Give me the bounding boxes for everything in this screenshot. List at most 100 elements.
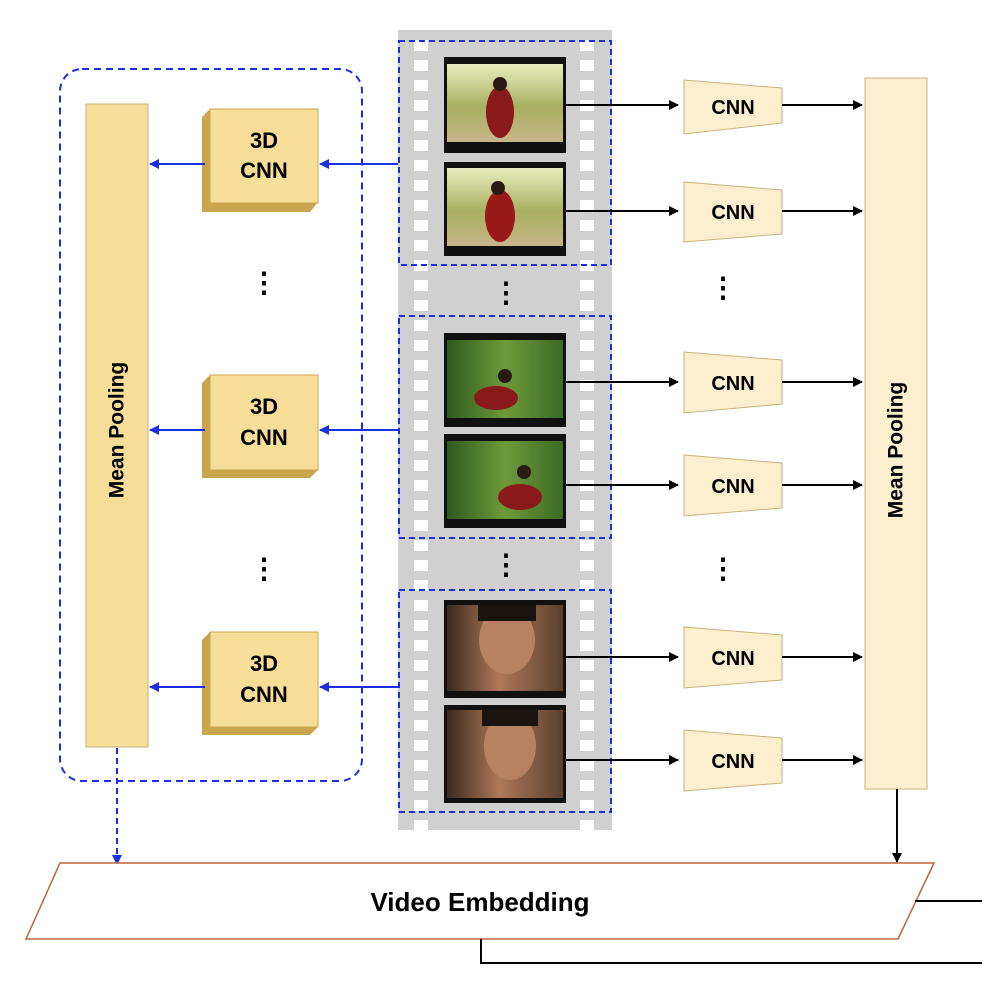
3d-cnn-block-1: 3D CNN [202,108,319,212]
sprocket-hole [580,420,594,431]
sprocket-hole [414,140,428,151]
sprocket-hole [580,640,594,651]
video-embedding-label: Video Embedding [370,887,589,917]
3d-cnn-block-2: 3D CNN [202,374,319,478]
cnn-block-4: CNN [683,454,783,517]
left-mean-pooling-box [85,103,149,748]
sprocket-hole [580,720,594,731]
sprocket-hole [414,540,428,551]
film-ellipsis: ⋮ [492,549,520,580]
clip-box-2 [398,315,612,539]
sprocket-hole [580,580,594,591]
sprocket-hole [414,300,428,311]
sprocket-hole [414,780,428,791]
right-ellipsis: ⋮ [709,272,737,303]
sprocket-hole [414,360,428,371]
right-mean-pooling-label: Mean Pooling [885,382,908,519]
sprocket-hole [580,540,594,551]
cnn-block-3: CNN [683,351,783,414]
sprocket-hole [580,780,594,791]
sprocket-hole [580,520,594,531]
sprocket-hole [580,800,594,811]
cnn-label: CNN [711,97,754,119]
sprocket-hole [580,760,594,771]
sprocket-hole [580,440,594,451]
sprocket-hole [414,740,428,751]
video-frame-2 [444,162,566,256]
sprocket-hole [580,700,594,711]
3d-cnn-block-3: 3D CNN [202,631,319,735]
sprocket-hole [580,280,594,291]
3d-cnn-label-line1: 3D [250,394,278,419]
left-ellipsis: ⋮ [250,267,278,298]
sprocket-hole [414,460,428,471]
sprocket-hole [580,300,594,311]
clip-box-1 [398,40,612,266]
sprocket-hole [414,380,428,391]
sprocket-hole [414,760,428,771]
3d-cnn-label-line1: 3D [250,128,278,153]
left-ellipsis: ⋮ [250,553,278,584]
cnn-label: CNN [711,751,754,773]
sprocket-hole [580,380,594,391]
video-frame-4 [444,434,566,528]
cnn-block-6: CNN [683,729,783,792]
sprocket-hole [580,660,594,671]
sprocket-hole [414,720,428,731]
sprocket-hole [414,320,428,331]
sprocket-hole [414,660,428,671]
sprocket-hole [580,820,594,831]
left-mean-pooling-label: Mean Pooling [106,362,129,499]
3d-cnn-label-line1: 3D [250,651,278,676]
3d-cnn-label-line2: CNN [240,158,288,183]
video-frame-6 [444,705,566,803]
sprocket-hole [414,220,428,231]
sprocket-hole [414,620,428,631]
sprocket-hole [414,500,428,511]
sprocket-hole [580,160,594,171]
right-ellipsis: ⋮ [709,553,737,584]
cnn-label: CNN [711,476,754,498]
sprocket-hole [414,680,428,691]
sprocket-hole [580,60,594,71]
sprocket-hole [414,60,428,71]
sprocket-hole [580,200,594,211]
embedding-output-line [480,939,982,964]
3d-cnn-label-line2: CNN [240,682,288,707]
sprocket-hole [414,580,428,591]
sprocket-hole [580,600,594,611]
cnn-label: CNN [711,373,754,395]
sprocket-hole [414,180,428,191]
sprocket-hole [580,460,594,471]
3d-cnn-label-line2: CNN [240,425,288,450]
sprocket-hole [414,600,428,611]
sprocket-hole [414,640,428,651]
sprocket-hole [414,440,428,451]
video-embedding-box [24,862,936,940]
cnn-block-2: CNN [683,181,783,243]
cnn-block-1: CNN [683,79,783,135]
sprocket-hole [414,700,428,711]
sprocket-hole [580,80,594,91]
cnn-block-5: CNN [683,626,783,689]
sprocket-hole [580,400,594,411]
sprocket-hole [414,280,428,291]
cnn-label: CNN [711,202,754,224]
clip-box-3 [398,589,612,813]
sprocket-hole [580,360,594,371]
video-frame-3 [444,333,566,427]
sprocket-hole [580,240,594,251]
sprocket-hole [414,200,428,211]
right-mean-pooling-box [864,77,928,790]
sprocket-hole [414,820,428,831]
sprocket-hole [580,740,594,751]
video-frame-5 [444,600,566,698]
sprocket-hole [414,420,428,431]
sprocket-hole [414,340,428,351]
sprocket-hole [580,220,594,231]
sprocket-hole [580,620,594,631]
sprocket-hole [414,160,428,171]
sprocket-hole [580,340,594,351]
film-ellipsis: ⋮ [492,277,520,308]
